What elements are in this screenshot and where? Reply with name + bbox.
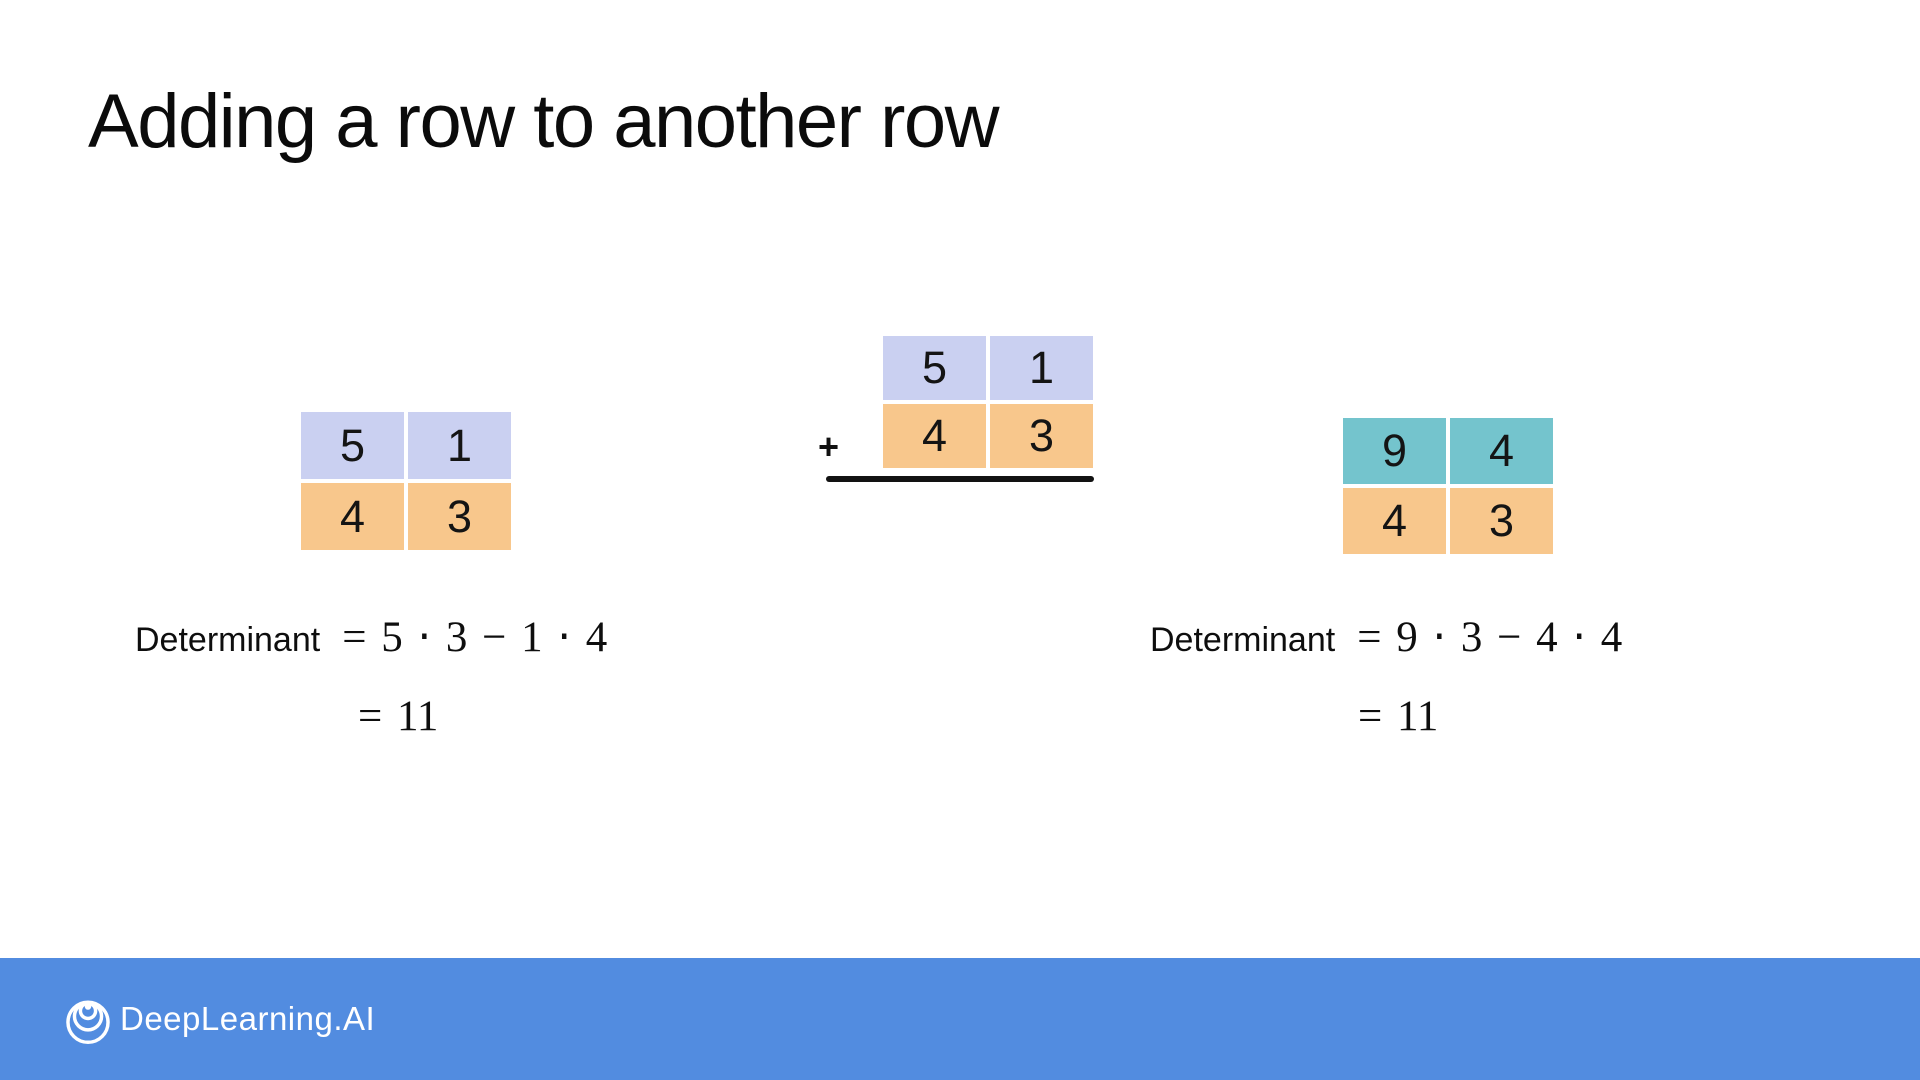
matrix-result-cell-0-0: 9 — [1343, 418, 1446, 484]
matrix-result: 9 4 4 3 — [1343, 418, 1553, 554]
determinant-left: Determinant = 5 ⋅ 3 − 1 ⋅ 4 — [135, 612, 607, 662]
matrix-original: 5 1 4 3 — [301, 412, 511, 550]
addition-sum-line — [826, 476, 1094, 482]
brand-lockup: DeepLearning.AI — [64, 993, 375, 1045]
plus-operator: + — [818, 426, 840, 467]
matrix-original-cell-0-1: 1 — [408, 412, 511, 479]
brand-name: DeepLearning.AI — [120, 1000, 376, 1037]
deeplearning-ai-logo-icon — [64, 993, 112, 1045]
matrix-original-cell-0-0: 5 — [301, 412, 404, 479]
determinant-right: Determinant = 9 ⋅ 3 − 4 ⋅ 4 — [1150, 612, 1622, 662]
determinant-right-result: = 11 — [1358, 693, 1439, 740]
footer-bar: DeepLearning.AI — [0, 958, 1920, 1080]
determinant-left-result: = 11 — [358, 693, 439, 740]
matrix-original-cell-1-1: 3 — [408, 483, 511, 550]
determinant-left-label: Determinant — [135, 621, 321, 659]
matrix-addition: 5 1 4 3 — [883, 336, 1093, 468]
matrix-addition-cell-1-1: 3 — [990, 404, 1093, 468]
matrix-addition-cell-0-1: 1 — [990, 336, 1093, 400]
determinant-right-equation: = 9 ⋅ 3 − 4 ⋅ 4 — [1357, 614, 1623, 661]
matrix-original-cell-1-0: 4 — [301, 483, 404, 550]
matrix-result-cell-1-1: 3 — [1450, 488, 1553, 554]
matrix-addition-cell-1-0: 4 — [883, 404, 986, 468]
determinant-left-equation: = 5 ⋅ 3 − 1 ⋅ 4 — [342, 614, 608, 661]
matrix-result-cell-0-1: 4 — [1450, 418, 1553, 484]
slide-title: Adding a row to another row — [88, 79, 1000, 164]
determinant-right-label: Determinant — [1150, 621, 1336, 659]
matrix-result-cell-1-0: 4 — [1343, 488, 1446, 554]
matrix-addition-cell-0-0: 5 — [883, 336, 986, 400]
